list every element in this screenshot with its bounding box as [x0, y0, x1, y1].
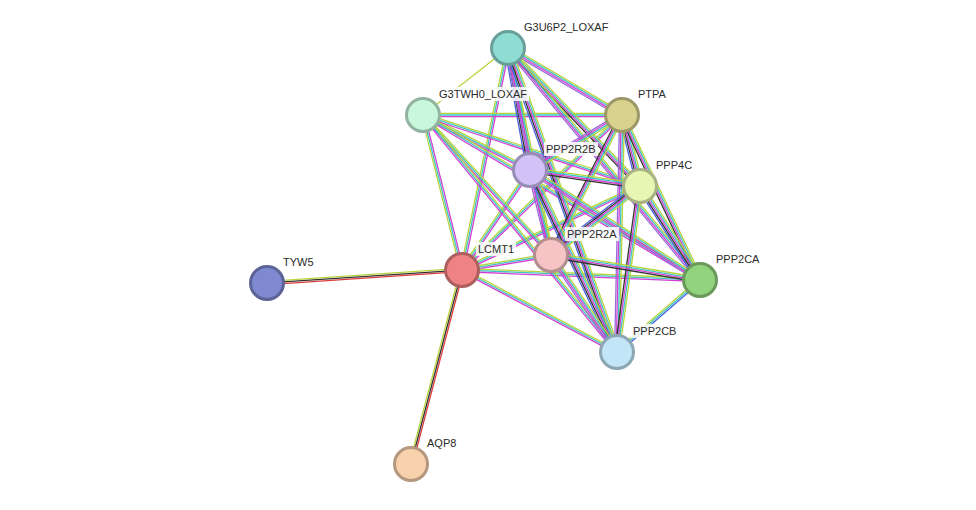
protein-node: G3U6P2_LOXAF — [490, 30, 526, 66]
evidence-line — [478, 258, 535, 268]
evidence-line — [628, 289, 687, 340]
interaction-edge — [510, 62, 614, 338]
protein-node: TYW5 — [249, 265, 285, 301]
evidence-line — [567, 258, 684, 278]
protein-node: AQP8 — [393, 446, 429, 482]
node-label: PPP4C — [654, 158, 694, 172]
node-circle — [533, 237, 569, 273]
node-circle — [490, 30, 526, 66]
node-circle — [393, 446, 429, 482]
evidence-line — [417, 286, 460, 449]
evidence-line — [472, 184, 522, 258]
node-circle — [444, 252, 480, 288]
evidence-line — [651, 198, 694, 265]
node-circle — [682, 262, 718, 298]
interaction-edge — [478, 256, 536, 269]
node-circle — [405, 97, 441, 133]
evidence-line — [561, 268, 609, 339]
protein-node: PPP2R2A — [533, 237, 569, 273]
evidence-line — [515, 63, 613, 337]
evidence-line — [513, 63, 611, 337]
evidence-line — [428, 130, 459, 254]
evidence-line — [512, 64, 610, 338]
evidence-line — [478, 259, 535, 269]
evidence-line — [565, 197, 629, 246]
evidence-line — [564, 196, 628, 245]
interaction-edge — [628, 289, 689, 342]
interaction-edge — [283, 269, 446, 283]
interaction-edge — [545, 170, 624, 186]
node-label: G3U6P2_LOXAF — [522, 20, 610, 34]
evidence-line — [566, 198, 630, 247]
evidence-line — [629, 290, 688, 341]
evidence-line — [566, 260, 683, 280]
evidence-line — [650, 199, 693, 266]
interaction-edge — [558, 267, 610, 340]
node-label: PPP2R2A — [565, 227, 619, 241]
node-circle — [622, 168, 658, 204]
evidence-line — [521, 57, 607, 108]
evidence-line — [649, 199, 692, 266]
node-label: AQP8 — [425, 436, 458, 450]
evidence-line — [414, 285, 457, 448]
interaction-edge — [566, 255, 684, 279]
evidence-line — [563, 195, 627, 244]
evidence-line — [415, 285, 458, 448]
node-label: PPP2CA — [714, 252, 761, 266]
evidence-line — [567, 257, 684, 277]
evidence-line — [567, 255, 684, 275]
evidence-line — [523, 54, 609, 105]
interaction-edge — [646, 198, 694, 268]
interaction-edge — [562, 193, 630, 247]
protein-node: PTPA — [604, 97, 640, 133]
evidence-line — [516, 62, 614, 336]
evidence-line — [546, 173, 624, 184]
node-label: TYW5 — [281, 255, 316, 269]
node-label: G3TWH0_LOXAF — [437, 87, 529, 101]
node-circle — [249, 265, 285, 301]
evidence-line — [559, 269, 607, 340]
node-circle — [599, 334, 635, 370]
evidence-line — [544, 124, 609, 163]
protein-node: G3TWH0_LOXAF — [405, 97, 441, 133]
node-label: LCMT1 — [476, 242, 516, 256]
protein-node: PPP4C — [622, 168, 658, 204]
evidence-line — [546, 170, 624, 181]
node-circle — [512, 152, 548, 188]
protein-node: PPP2R2B — [512, 152, 548, 188]
evidence-line — [558, 270, 606, 341]
evidence-line — [522, 55, 608, 106]
evidence-line — [646, 201, 689, 268]
evidence-line — [647, 200, 690, 267]
evidence-line — [283, 271, 446, 282]
node-circle — [604, 97, 640, 133]
node-label: PTPA — [636, 87, 668, 101]
node-label: PPP2R2B — [544, 142, 598, 156]
interaction-edge — [414, 285, 460, 449]
evidence-line — [283, 269, 446, 280]
node-label: PPP2CB — [631, 324, 678, 338]
protein-node: PPP2CB — [599, 334, 635, 370]
evidence-line — [630, 292, 689, 343]
protein-node: PPP2CA — [682, 262, 718, 298]
evidence-line — [562, 193, 626, 242]
evidence-line — [562, 267, 610, 338]
evidence-line — [543, 121, 608, 160]
protein-node: LCMT1 — [444, 252, 480, 288]
evidence-line — [546, 172, 624, 183]
interaction-edge — [470, 182, 523, 257]
